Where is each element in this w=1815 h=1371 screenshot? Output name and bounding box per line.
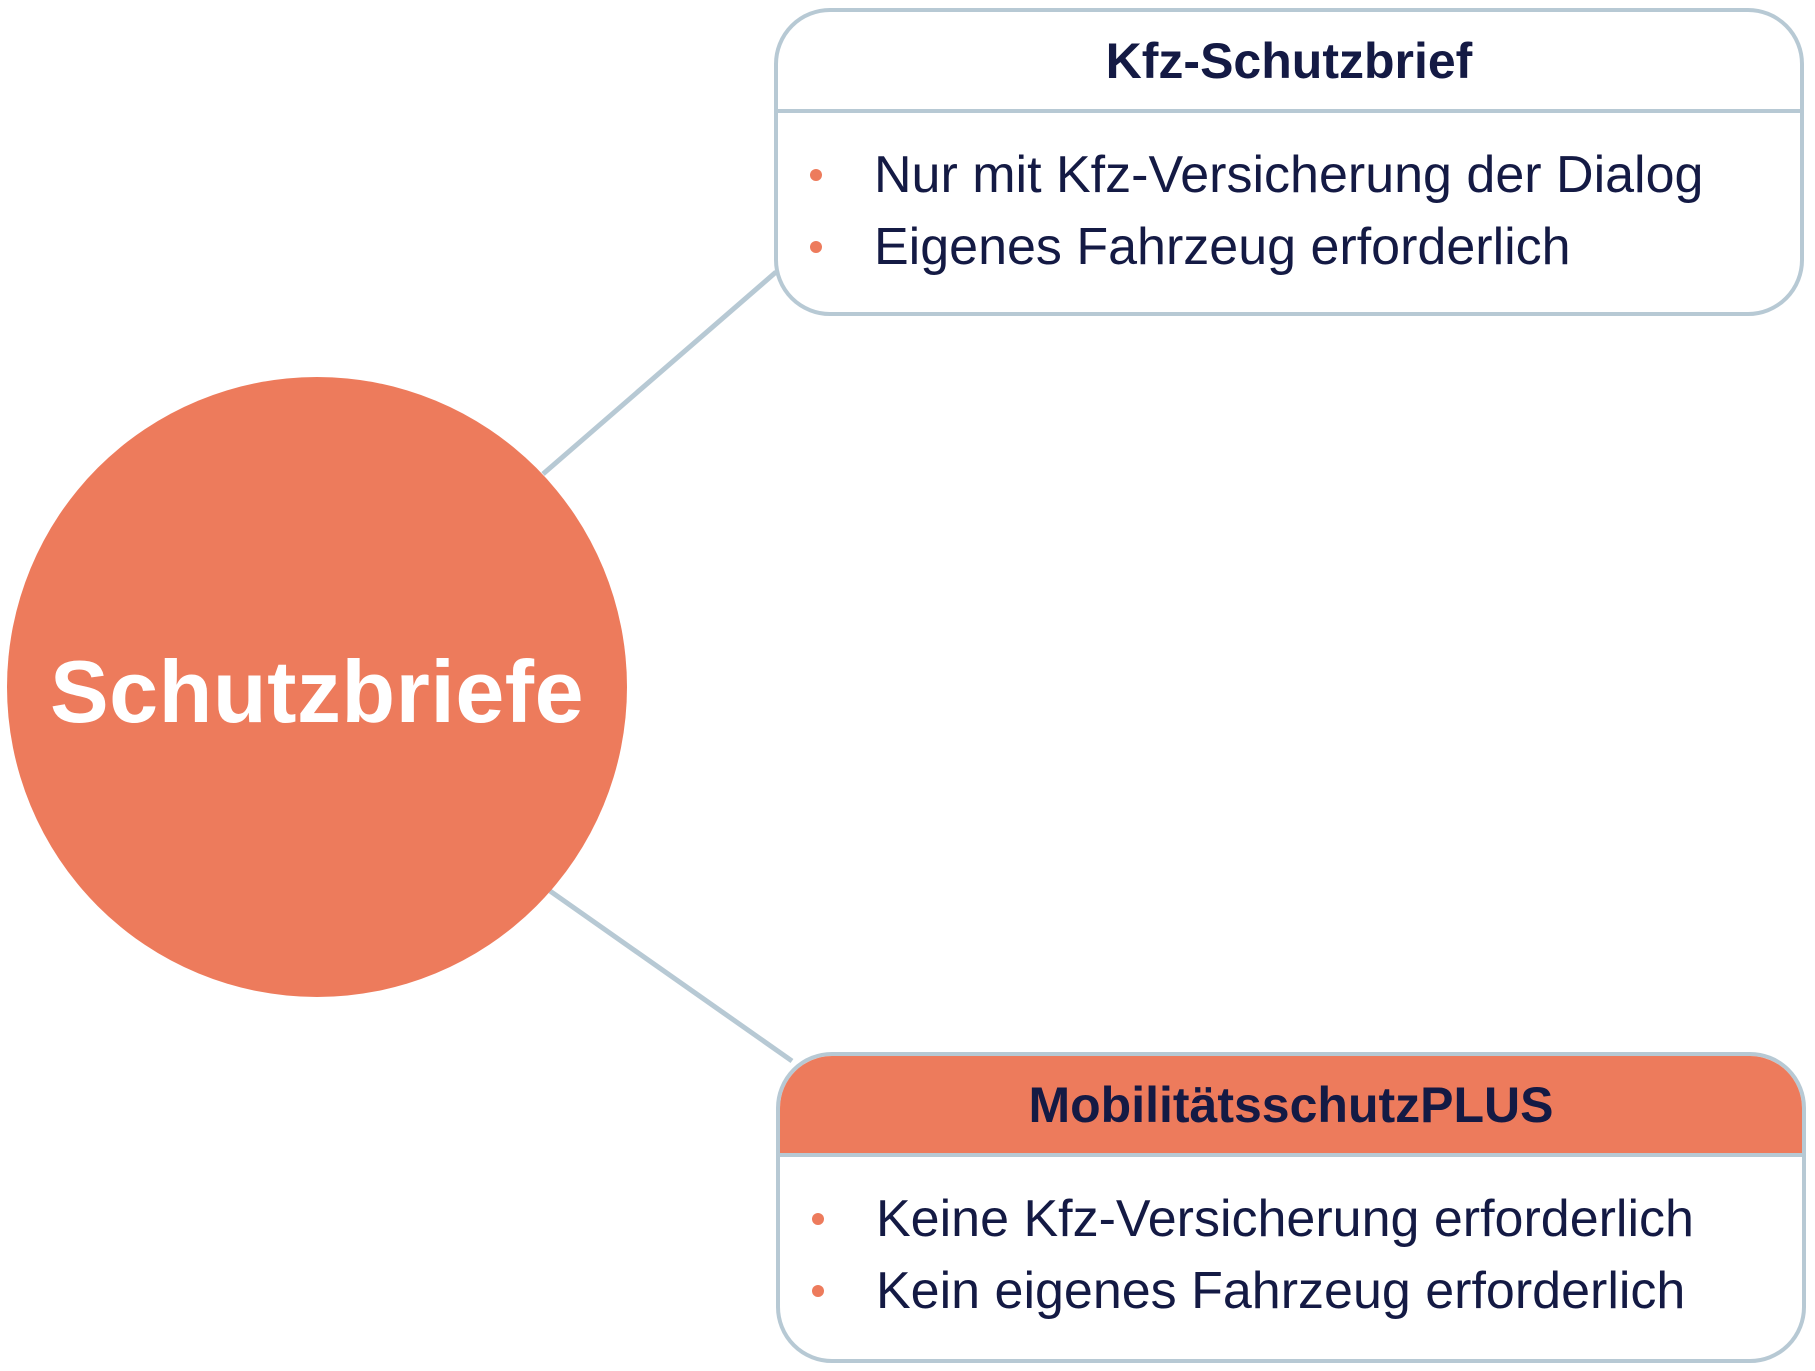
hub-circle: Schutzbriefe	[7, 377, 627, 997]
list-item-text: Keine Kfz-Versicherung erforderlich	[876, 1190, 1694, 1248]
card-item-list: Nur mit Kfz-Versicherung der Dialog Eige…	[778, 113, 1800, 283]
list-item-text: Kein eigenes Fahrzeug erforderlich	[876, 1262, 1686, 1320]
connector-line-bottom	[548, 888, 794, 1064]
bullet-icon	[810, 169, 822, 181]
card-mobilitaetsschutz-plus: MobilitätsschutzPLUS Keine Kfz-Versicher…	[776, 1052, 1806, 1363]
list-item-text: Nur mit Kfz-Versicherung der Dialog	[874, 146, 1704, 204]
bullet-icon	[810, 241, 822, 253]
list-item: Kein eigenes Fahrzeug erforderlich	[780, 1255, 1802, 1327]
hub-label: Schutzbriefe	[49, 642, 585, 741]
bullet-icon	[812, 1213, 824, 1225]
bullet-icon	[812, 1285, 824, 1297]
list-item-text: Eigenes Fahrzeug erforderlich	[874, 218, 1571, 276]
list-item: Keine Kfz-Versicherung erforderlich	[780, 1183, 1802, 1255]
card-title: MobilitätsschutzPLUS	[1028, 1076, 1554, 1133]
card-title: Kfz-Schutzbrief	[1105, 32, 1473, 89]
connector-line-top	[541, 270, 778, 476]
card-header: MobilitätsschutzPLUS	[780, 1056, 1802, 1157]
card-kfz-schutzbrief: Kfz-Schutzbrief Nur mit Kfz-Versicherung…	[774, 8, 1804, 316]
card-header: Kfz-Schutzbrief	[778, 12, 1800, 113]
card-item-list: Keine Kfz-Versicherung erforderlich Kein…	[780, 1157, 1802, 1327]
list-item: Eigenes Fahrzeug erforderlich	[778, 211, 1800, 283]
list-item: Nur mit Kfz-Versicherung der Dialog	[778, 139, 1800, 211]
